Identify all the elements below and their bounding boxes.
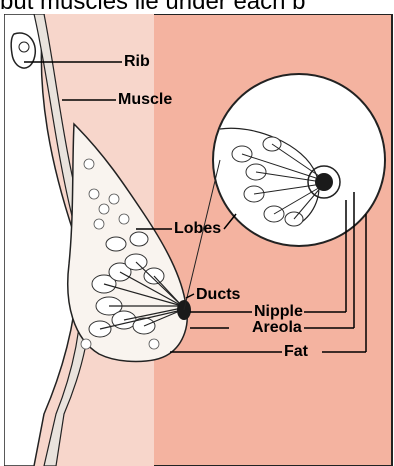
breast-anatomy-illustration [4,14,394,466]
label-lobes: Lobes [174,220,221,238]
inset-nipple [315,173,333,191]
breast-anatomy-figure: Rib Muscle Lobes Ducts Nipple Areola Fat [4,14,394,466]
label-areola: Areola [252,319,302,337]
rib [11,33,35,68]
label-muscle: Muscle [118,91,172,109]
label-rib: Rib [124,53,150,71]
label-fat: Fat [284,343,308,361]
label-ducts: Ducts [196,286,240,304]
